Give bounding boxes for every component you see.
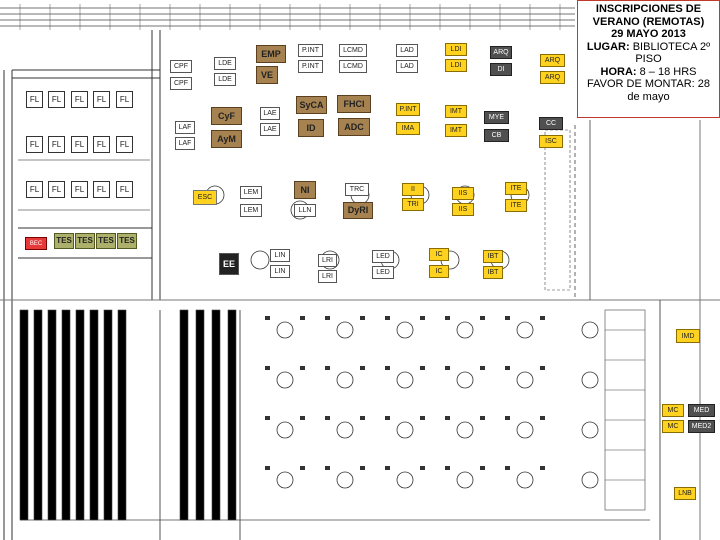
desk-tes: TES — [96, 233, 116, 249]
desk-tes: TES — [75, 233, 95, 249]
desk-fl: FL — [26, 91, 43, 108]
desk-lem: LEM — [240, 204, 262, 217]
desk-ic: IC — [429, 265, 449, 278]
desk-ve: VE — [256, 66, 278, 84]
desk-bec: BEC — [25, 237, 47, 250]
desk-iis: IIS — [452, 187, 474, 200]
desk-lad: LAD — [396, 44, 418, 57]
desk-lad: LAD — [396, 60, 418, 73]
desk-led: LED — [372, 266, 394, 279]
desk-led: LED — [372, 250, 394, 263]
place-label: LUGAR: — [586, 40, 630, 53]
desk-cyf: CyF — [211, 107, 242, 125]
desk-fl: FL — [26, 136, 43, 153]
desk-lcmd: LCMD — [339, 60, 367, 73]
desk-lde: LDE — [214, 57, 236, 70]
desk-fl: FL — [48, 181, 65, 198]
desk-ii: II — [402, 183, 424, 196]
desk-fl: FL — [48, 136, 65, 153]
desk-imt: IMT — [445, 124, 467, 137]
time-label: HORA: — [600, 65, 637, 78]
desk-imt: IMT — [445, 105, 467, 118]
desk-isc: ISC — [539, 135, 563, 148]
desk-fl: FL — [26, 181, 43, 198]
desk-lin: LIN — [270, 265, 290, 278]
desk-lln: LLN — [294, 204, 316, 217]
desk-med2: MED2 — [688, 420, 715, 433]
event-date: 29 MAYO 2013 — [611, 28, 686, 40]
desk-arq: ARQ — [540, 54, 565, 67]
desk-cc: CC — [539, 117, 563, 130]
desk-ldi: LDI — [445, 59, 467, 72]
desk-ic: IC — [429, 248, 449, 261]
desk-fl: FL — [93, 91, 110, 108]
desk-arq: ARQ — [490, 46, 512, 59]
desk-tri: TRI — [402, 198, 424, 211]
desk-lae: LAE — [260, 123, 280, 136]
desk-arq: ARQ — [540, 71, 565, 84]
desk-fl: FL — [48, 91, 65, 108]
desk-lnb: LNB — [674, 487, 696, 500]
desk-esc: ESC — [193, 190, 217, 205]
desk-emp: EMP — [256, 45, 286, 63]
desk-mc: MC — [662, 404, 684, 417]
desk-pint: P.INT — [298, 44, 323, 57]
desk-fl: FL — [93, 136, 110, 153]
desk-mye: MYE — [484, 111, 509, 124]
desk-iis: IIS — [452, 203, 474, 216]
desk-fl: FL — [116, 136, 133, 153]
desk-aym: AyM — [211, 130, 242, 148]
desk-cb: CB — [484, 129, 509, 142]
desk-dyri: DyRI — [343, 202, 373, 219]
desk-laf: LAF — [175, 121, 195, 134]
desk-fl: FL — [93, 181, 110, 198]
place-value: BIBLIOTECA 2º PISO — [632, 40, 711, 66]
desk-ldi: LDI — [445, 43, 467, 56]
setup-note: FAVOR DE MONTAR: 28 de mayo — [586, 78, 711, 103]
time-value: 8 – 18 HRS — [639, 65, 697, 78]
desk-cpf: CPF — [170, 77, 192, 90]
desk-ite: ITE — [505, 182, 527, 195]
desk-adc: ADC — [338, 118, 370, 136]
desk-mc: MC — [662, 420, 684, 433]
desk-lae: LAE — [260, 107, 280, 120]
desk-trc: TRC — [345, 183, 369, 196]
desk-tes: TES — [54, 233, 74, 249]
desk-pint: P.INT — [298, 60, 323, 73]
desk-cpf: CPF — [170, 60, 192, 73]
desk-fl: FL — [116, 91, 133, 108]
desk-id: ID — [298, 119, 324, 137]
event-info-box: INSCRIPCIONES DE VERANO (REMOTAS) 29 MAY… — [577, 0, 720, 118]
desk-fl: FL — [116, 181, 133, 198]
desk-fl: FL — [71, 136, 88, 153]
event-title: INSCRIPCIONES DE VERANO (REMOTAS) — [592, 3, 705, 28]
desk-lin: LIN — [270, 249, 290, 262]
desk-ni: NI — [294, 181, 316, 199]
desk-ima: IMA — [396, 122, 420, 135]
desk-lde: LDE — [214, 73, 236, 86]
desk-imd: IMD — [676, 329, 700, 343]
desk-med: MED — [688, 404, 715, 417]
desk-di: DI — [490, 63, 512, 76]
desk-pint-yellow: P.INT — [396, 103, 420, 116]
desk-fhci: FHCI — [337, 95, 371, 113]
desk-lcmd: LCMD — [339, 44, 367, 57]
desk-ee: EE — [219, 253, 239, 275]
desk-tes: TES — [117, 233, 137, 249]
desk-ibt: IBT — [483, 266, 503, 279]
desk-lem: LEM — [240, 186, 262, 199]
desk-lri: LRI — [318, 254, 337, 267]
desk-laf: LAF — [175, 137, 195, 150]
desk-lri: LRI — [318, 270, 337, 283]
desk-fl: FL — [71, 181, 88, 198]
desk-syca: SyCA — [296, 96, 327, 114]
desk-ibt: IBT — [483, 250, 503, 263]
desk-ite: ITE — [505, 199, 527, 212]
desk-fl: FL — [71, 91, 88, 108]
